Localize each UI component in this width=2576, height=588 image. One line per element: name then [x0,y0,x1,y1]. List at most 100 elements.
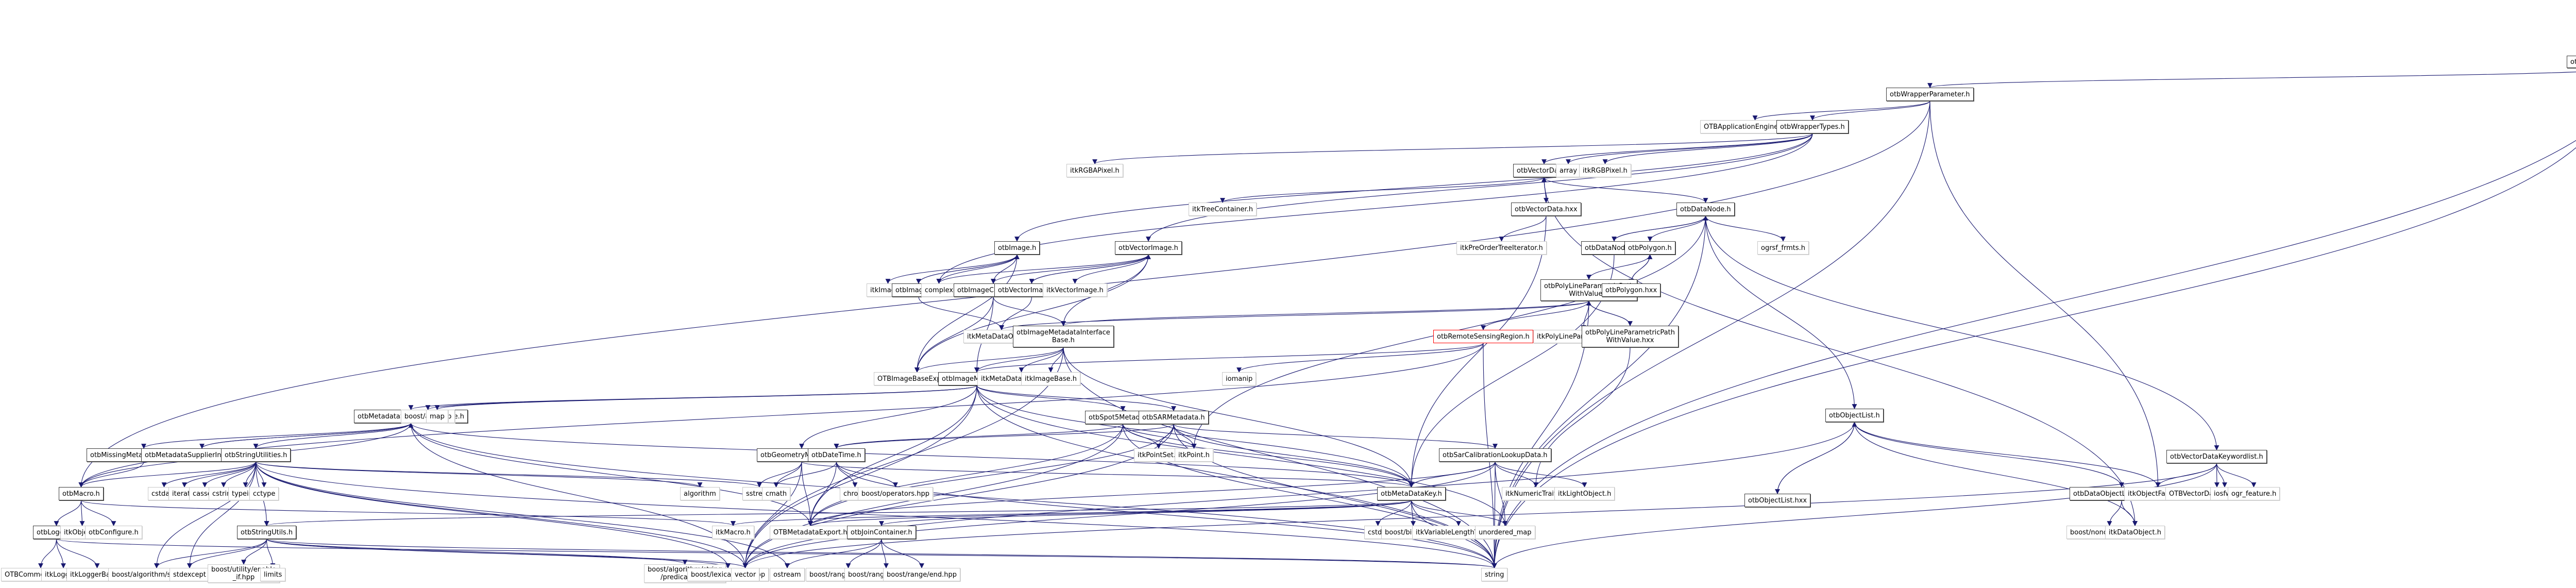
edge-imagemetadata-to-mdexport [808,385,977,526]
edge-datanode-to-objectlist [1705,215,1857,409]
node-rgbapixel: itkRGBAPixel.h [1066,164,1123,177]
node-polylinehxx[interactable]: otbPolyLineParametricPath WithValue.hxx [1582,326,1679,347]
edge-macro-to-logger [54,500,82,526]
edge-stringutilities-to-lexicalcast [255,461,731,568]
node-treecontainer: itkTreeContainer.h [1189,203,1257,216]
edge-param-to-string [1492,100,1930,568]
edge-joincontainer-to-rangebegin [881,539,889,568]
node-vector: vector [731,568,760,581]
edge-imagemetadata-to-unorderedmap [976,385,1508,526]
node-iomanip: iomanip [1222,372,1257,385]
node-param[interactable]: otbWrapperParameter.h [1886,88,1974,101]
node-polygon[interactable]: otbPolygon.h [1624,241,1675,255]
node-map: map [426,410,448,423]
edge-logger-to-commonexport [38,539,57,568]
edge-missingmd-to-macro [78,461,144,488]
node-sarcalib[interactable]: otbSarCalibrationLookupData.h [1439,448,1551,462]
node-imdinterface[interactable]: otbImageMetadataInterface Base.h [1013,326,1114,347]
node-image[interactable]: otbImage.h [994,241,1040,255]
edge-imagemetadata-to-string [976,385,1497,568]
edge-metadatakey-to-mdexport [808,500,1412,526]
node-metadatakey[interactable]: otbMetaDataKey.h [1377,487,1446,500]
node-objectlisthxx[interactable]: otbObjectList.hxx [1744,494,1811,507]
edge-metadatakey-to-itkmacro [731,500,1412,526]
node-macro[interactable]: otbMacro.h [59,487,104,500]
edge-vectordatahxx-to-preorder [1499,215,1547,242]
node-joincontainer[interactable]: otbJoinContainer.h [847,526,916,539]
edge-mdsupplier-to-missingmd [141,423,412,449]
edge-mdsupplier-to-metadatakey [410,423,1414,488]
node-unorderedmap: unordered_map [1475,526,1535,539]
node-objectlist[interactable]: otbObjectList.h [1825,409,1884,422]
node-algorithm: algorithm [680,487,720,500]
edge-spot5-to-datetime [834,424,1124,449]
edge-stringutilities-to-cstring [221,461,257,488]
edge-stringutilities-to-cassert [202,461,257,488]
edge-stringutilities-to-macro [78,461,257,488]
edge-vdkeywordlist-to-ogrfeature [2216,463,2257,488]
edge-stringutilities-to-ostream [255,461,790,568]
edge-polyline-to-metadataobject [999,300,1589,330]
edge-imagecommons-to-imagebaseexport [914,296,994,373]
node-stdexcept: stdexcept [170,568,210,581]
edge-imdinterface-to-string [1063,347,1497,568]
edge-imagehxx-to-metadataobject [918,296,1004,330]
node-ostream: ostream [770,568,805,581]
edge-datanode-to-string [1492,215,1706,568]
edge-joincontainer-to-ostream [785,539,882,568]
edge-strparam-to-string [1492,147,2576,568]
node-polygonhxx[interactable]: otbPolygon.hxx [1602,283,1661,297]
edge-sarmetadata-to-string [1173,424,1497,568]
edge-rsregion-to-macro [78,343,1484,488]
node-cctype: cctype [249,487,279,500]
node-strparam[interactable]: otbWrapperStringParameter.h [2567,56,2576,68]
edge-sarmetadata-to-sarcalib [1173,424,1498,449]
node-itkdataobject: itkDataObject.h [2105,526,2165,539]
edge-vectorimage-to-imagecommons [991,254,1149,284]
edge-sarcalib-to-numerictraits [1495,461,1538,488]
edge-types-to-rgbapixel [1092,133,1813,164]
node-stringutils[interactable]: otbStringUtils.h [237,526,297,539]
edge-sarcalib-to-mdexport [808,461,1496,526]
edge-stringutilities-to-sstream [255,461,762,488]
edge-stringutils-to-string [266,539,1497,568]
edge-types-to-vectorimage [1146,133,1813,242]
node-vectorimage[interactable]: otbVectorImage.h [1115,241,1182,255]
edge-vectorimagehxx-to-vectorimage [1031,254,1151,284]
edge-sarcalib-to-lightobject [1495,461,1587,488]
edge-imagemetadata-to-sarmetadata [976,385,1176,411]
node-types[interactable]: otbWrapperTypes.h [1776,120,1849,133]
edge-param-to-objectfactory [1929,100,2161,488]
edge-datetime-to-mdexport [808,461,837,526]
node-stringutilities[interactable]: otbStringUtilities.h [221,448,291,462]
edge-sarmetadata-to-datetime [834,424,1174,449]
edge-datetime-to-string [836,461,1497,568]
node-rsregion[interactable]: otbRemoteSensingRegion.h [1433,330,1533,343]
node-vdkeywordlist[interactable]: otbVectorDataKeywordlist.h [2166,450,2267,463]
edge-imagemetadata-to-geometrymd [799,385,977,449]
node-ogrfeature: ogr_feature.h [2228,487,2280,500]
edge-imagecommons-to-imdinterface [993,296,1066,326]
edge-joincontainer-to-rangeend [881,539,924,568]
node-limits: limits [260,568,286,581]
edge-stringutilities-to-iterator [182,461,257,488]
edge-spot5-to-itkpoint [1122,424,1197,449]
edge-vectordata-to-datanode [1544,177,1708,203]
node-sarmetadata[interactable]: otbSARMetadata.h [1139,411,1209,424]
node-vectordatahxx[interactable]: otbVectorData.hxx [1511,203,1581,216]
edge-logger-to-itklogger [56,539,66,568]
edge-polylinehxx-to-polyline [1586,300,1631,326]
edge-strparam-to-param [1927,72,2576,88]
node-complex: complex [921,283,957,297]
edge-vectordata-to-treecontainer [1220,177,1545,203]
edge-imdinterface-to-imagebaseexport [914,347,1064,373]
node-datetime[interactable]: otbDateTime.h [808,448,865,462]
edge-imdinterface-to-imagebase [1048,347,1064,373]
node-mdexport: OTBMetadataExport.h [770,526,851,539]
edge-macro-to-configure [80,500,116,526]
edge-imdinterface-to-imagemetadata [974,347,1064,373]
node-datanode[interactable]: otbDataNode.h [1676,203,1735,216]
edge-types-to-array [1566,133,1813,164]
edge-rsregion-to-iomanip [1236,343,1484,373]
